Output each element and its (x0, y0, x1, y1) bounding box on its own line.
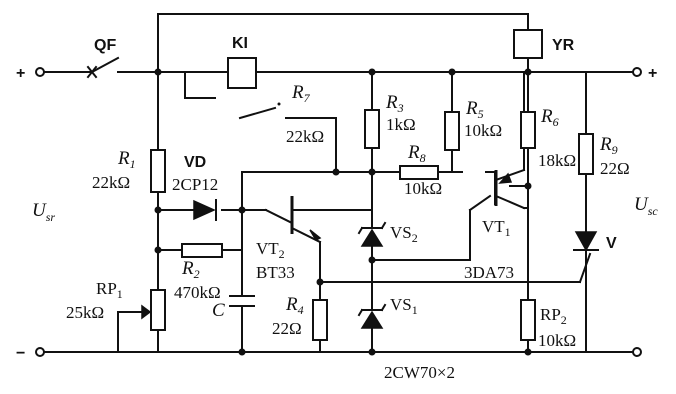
r4-label: R4 (285, 294, 304, 317)
r1-value: 22kΩ (92, 173, 130, 192)
junction-dots (154, 68, 532, 356)
r6-resistor (520, 111, 536, 149)
r8-label: R8 (407, 142, 426, 165)
r7-contact (277, 102, 281, 106)
vs2-label: VS2 (390, 223, 418, 245)
r3-resistor (364, 109, 380, 149)
c-label: C (212, 300, 225, 321)
r6-label: R6 (540, 106, 559, 129)
ki-label: KI (232, 35, 248, 52)
r5-value: 10kΩ (464, 121, 502, 140)
terminal-minus-left: − (16, 345, 25, 362)
rp1-potentiometer (141, 289, 166, 331)
r5-resistor (444, 111, 460, 151)
r3-value: 1kΩ (386, 115, 416, 134)
vt2-value: BT33 (256, 263, 295, 282)
r9-value: 22Ω (600, 159, 630, 178)
r1-resistor (150, 149, 166, 193)
ki-relay-coil (227, 57, 257, 89)
v-thyristor (573, 231, 599, 252)
vt2-ujt (290, 196, 322, 241)
yr-label: YR (552, 37, 575, 54)
rp2-value: 10kΩ (538, 331, 576, 350)
r7-value: 22kΩ (286, 127, 324, 146)
vs2-zener (357, 221, 387, 247)
qf-breaker (86, 56, 120, 79)
r2-label: R2 (181, 258, 200, 281)
r6-value: 18kΩ (538, 151, 576, 170)
rp1-value: 25kΩ (66, 303, 104, 322)
r4-value: 22Ω (272, 319, 302, 338)
vd-label: VD (184, 154, 206, 171)
vd-diode (193, 199, 217, 221)
usc-label: Usc (634, 194, 658, 218)
r9-resistor (578, 133, 594, 175)
vs1-label: VS1 (390, 295, 418, 317)
terminal-plus-left: + (16, 65, 25, 82)
r8-resistor (399, 165, 439, 180)
r2-resistor (181, 243, 223, 258)
v-label: V (606, 235, 617, 252)
labels: QF KI YR R7 22kΩ R3 1kΩ R5 10kΩ R6 18kΩ … (32, 35, 658, 382)
vt1-label: VT1 (482, 217, 511, 239)
rp1-label: RP1 (96, 279, 123, 301)
usr-label: Usr (32, 200, 55, 224)
yr-trip-coil (513, 29, 543, 59)
vs1-zener (357, 303, 387, 329)
vt2-label: VT2 (256, 239, 285, 261)
zener-part-label: 2CW70×2 (384, 363, 455, 382)
r9-label: R9 (599, 134, 618, 157)
r5-label: R5 (465, 98, 484, 121)
wiring (41, 13, 636, 353)
vt1-transistor (494, 170, 513, 206)
r8-value: 10kΩ (404, 179, 442, 198)
r7-label: R7 (291, 82, 311, 105)
qf-label: QF (94, 37, 116, 54)
terminals: + − + (16, 65, 657, 362)
r1-label: R1 (117, 148, 136, 171)
terminal-plus-right: + (648, 65, 657, 82)
r3-label: R3 (385, 92, 404, 115)
c-capacitor (229, 295, 255, 307)
r2-value: 470kΩ (174, 283, 221, 302)
vd-value: 2CP12 (172, 175, 218, 194)
rp2-potentiometer (520, 299, 536, 341)
vt1-value: 3DA73 (464, 263, 514, 282)
rp2-label: RP2 (540, 305, 567, 327)
r4-resistor (312, 299, 328, 341)
